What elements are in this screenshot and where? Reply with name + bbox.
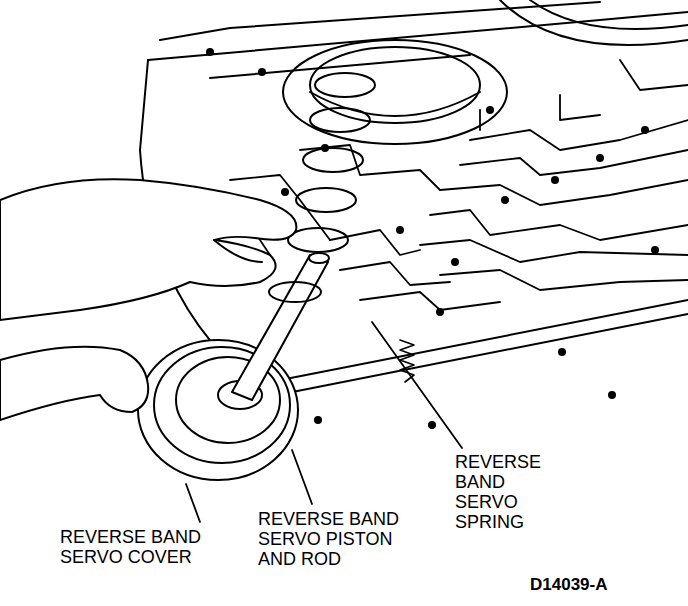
hands [0, 179, 296, 320]
bolt-holes [608, 391, 616, 399]
valve-body-channels [300, 145, 440, 190]
transmission-case [140, 60, 148, 150]
leader-lines [372, 322, 462, 448]
hands [0, 347, 148, 420]
bolt-holes [451, 258, 459, 266]
transmission-case [310, 47, 480, 123]
servo-spring [303, 148, 363, 172]
part-label: REVERSE BAND SERVO COVER [60, 527, 220, 567]
transmission-case [283, 40, 507, 144]
valve-body-channels [440, 270, 688, 290]
transmission-case [148, 12, 688, 60]
bolt-holes [206, 48, 214, 56]
small-spring [400, 340, 414, 382]
bolt-holes [651, 246, 659, 254]
part-label: REVERSE BAND SERVO SPRING [455, 452, 555, 532]
small-spring [400, 340, 414, 382]
transmission-case [262, 314, 688, 398]
servo-spring [269, 73, 375, 302]
valve-body-channels [420, 240, 688, 262]
part-label: REVERSE BAND SERVO PISTON AND ROD [258, 509, 418, 569]
valve-body-channels [470, 120, 688, 150]
figure-code: D14039-A [530, 575, 608, 595]
bolt-holes [596, 154, 604, 162]
servo-spring [310, 108, 370, 132]
bolt-holes [436, 308, 444, 316]
transmission-case [500, 0, 688, 45]
transmission-case [255, 300, 688, 385]
valve-body-channels [560, 95, 600, 120]
valve-body-channels [340, 262, 450, 285]
valve-body-channels [479, 110, 481, 130]
valve-body-channels [430, 210, 688, 240]
transmission-case [530, 0, 688, 29]
valve-body-channels [460, 150, 688, 175]
servo-spring [269, 282, 321, 302]
bolt-holes [281, 188, 289, 196]
transmission-case [160, 2, 600, 40]
servo-spring [296, 188, 356, 212]
bolt-holes [551, 176, 559, 184]
bolt-holes [558, 348, 566, 356]
leader-lines [292, 450, 312, 504]
bolt-holes [428, 421, 436, 429]
valve-body-channels [620, 60, 688, 90]
bolt-holes [641, 126, 649, 134]
bolt-holes [396, 226, 404, 234]
servo-spring [288, 228, 348, 252]
transmission-case [210, 55, 470, 78]
valve-body-channels [440, 180, 688, 205]
bolt-holes [501, 196, 509, 204]
servo-spring [315, 73, 375, 97]
valve-body-channels [360, 292, 500, 310]
servo-cover-and-piston [309, 253, 329, 263]
bolt-holes [314, 416, 322, 424]
leader-lines [186, 484, 200, 522]
hands [214, 240, 262, 262]
hands [0, 179, 296, 420]
bolt-holes [486, 106, 494, 114]
leader-lines [186, 322, 462, 522]
bolt-holes [258, 68, 266, 76]
